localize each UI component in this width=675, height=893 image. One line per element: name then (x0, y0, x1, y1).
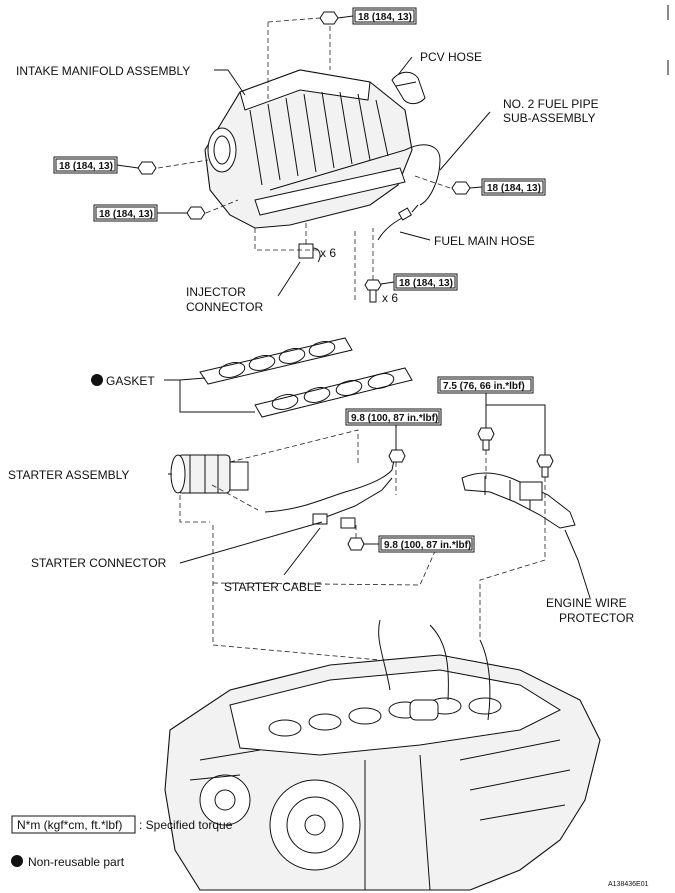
nonreusable-legend-dot-icon (11, 855, 23, 867)
starter-connector-label: STARTER CONNECTOR (31, 556, 167, 570)
engine-wire-protector-label-line1: ENGINE WIRE (546, 596, 627, 610)
svg-text:18 (184, 13): 18 (184, 13) (59, 161, 113, 172)
protector-bolt-left (477, 427, 495, 451)
torque-box-left: 18 (184, 13) (53, 156, 118, 174)
svg-text:18 (184, 13): 18 (184, 13) (399, 278, 453, 289)
nonreusable-legend-text: Non-reusable part (28, 855, 125, 869)
protector-bolt-right (536, 454, 554, 478)
injector-connector-label-line1: INJECTOR (186, 285, 246, 299)
starter-cable-label: STARTER CABLE (224, 580, 322, 594)
bolt-qty: x 6 (382, 291, 398, 305)
gasket-lower (254, 367, 413, 418)
nut-lower-left (186, 206, 206, 220)
nonreusable-legend: Non-reusable part (11, 855, 125, 869)
injector-connector-label-line2: CONNECTOR (186, 300, 263, 314)
bolt-manifold (364, 279, 382, 303)
torque-box-right: 18 (184, 13) (481, 178, 546, 196)
gasket-upper (199, 337, 353, 385)
figure-id: A138436E01 (608, 881, 649, 888)
torque-box-top: 18 (184, 13) (352, 7, 417, 25)
svg-text:18 (184, 13): 18 (184, 13) (487, 183, 541, 194)
nut-top (319, 11, 339, 25)
engine-block (164, 619, 601, 891)
gasket-label: GASKET (106, 374, 155, 388)
fuel-main-hose (377, 207, 413, 241)
torque-box-protector: 7.5 (76, 66 in.*lbf) (437, 376, 534, 394)
svg-text:18 (184, 13): 18 (184, 13) (99, 209, 153, 220)
torque-legend: N*m (kgf*cm, ft.*lbf) : Specified torque (11, 815, 233, 834)
torque-legend-desc: : Specified torque (139, 818, 233, 832)
intake-manifold-assembly (204, 69, 413, 229)
torque-box-lower-left: 18 (184, 13) (93, 204, 158, 222)
torque-legend-unit: N*m (kgf*cm, ft.*lbf) (17, 818, 122, 832)
nonreusable-dot-icon (91, 374, 103, 386)
engine-wire-protector-label-line2: PROTECTOR (559, 611, 634, 625)
no2-fuel-pipe (269, 144, 441, 213)
fuel-pipe-label-line1: NO. 2 FUEL PIPE (503, 97, 599, 111)
intake-manifold-label: INTAKE MANIFOLD ASSEMBLY (16, 64, 190, 78)
svg-text:18 (184, 13): 18 (184, 13) (358, 12, 412, 23)
svg-text:9.8 (100, 87 in.*lbf): 9.8 (100, 87 in.*lbf) (384, 540, 471, 551)
starter-assembly (170, 454, 249, 494)
fuel-pipe-label-line2: SUB-ASSEMBLY (503, 111, 595, 125)
torque-box-starter-bolt: 9.8 (100, 87 in.*lbf) (345, 408, 442, 426)
nut-right (451, 181, 471, 195)
injector-qty: x 6 (320, 246, 336, 260)
injector-connector-part (298, 243, 321, 263)
starter-cable (264, 454, 396, 529)
engine-wire-protector (461, 472, 576, 529)
pcv-hose-label: PCV HOSE (420, 50, 482, 64)
torque-box-starter-nut: 9.8 (100, 87 in.*lbf) (378, 535, 475, 553)
starter-nut (347, 537, 365, 551)
starter-assembly-label: STARTER ASSEMBLY (8, 468, 129, 482)
fuel-main-hose-label: FUEL MAIN HOSE (434, 234, 535, 248)
starter-bolt (388, 449, 406, 463)
pcv-hose (391, 71, 426, 105)
svg-text:9.8 (100, 87 in.*lbf): 9.8 (100, 87 in.*lbf) (351, 413, 438, 424)
torque-box-bolt: 18 (184, 13) (393, 273, 458, 291)
svg-text:7.5 (76, 66 in.*lbf): 7.5 (76, 66 in.*lbf) (443, 381, 525, 392)
nut-left (137, 161, 157, 175)
